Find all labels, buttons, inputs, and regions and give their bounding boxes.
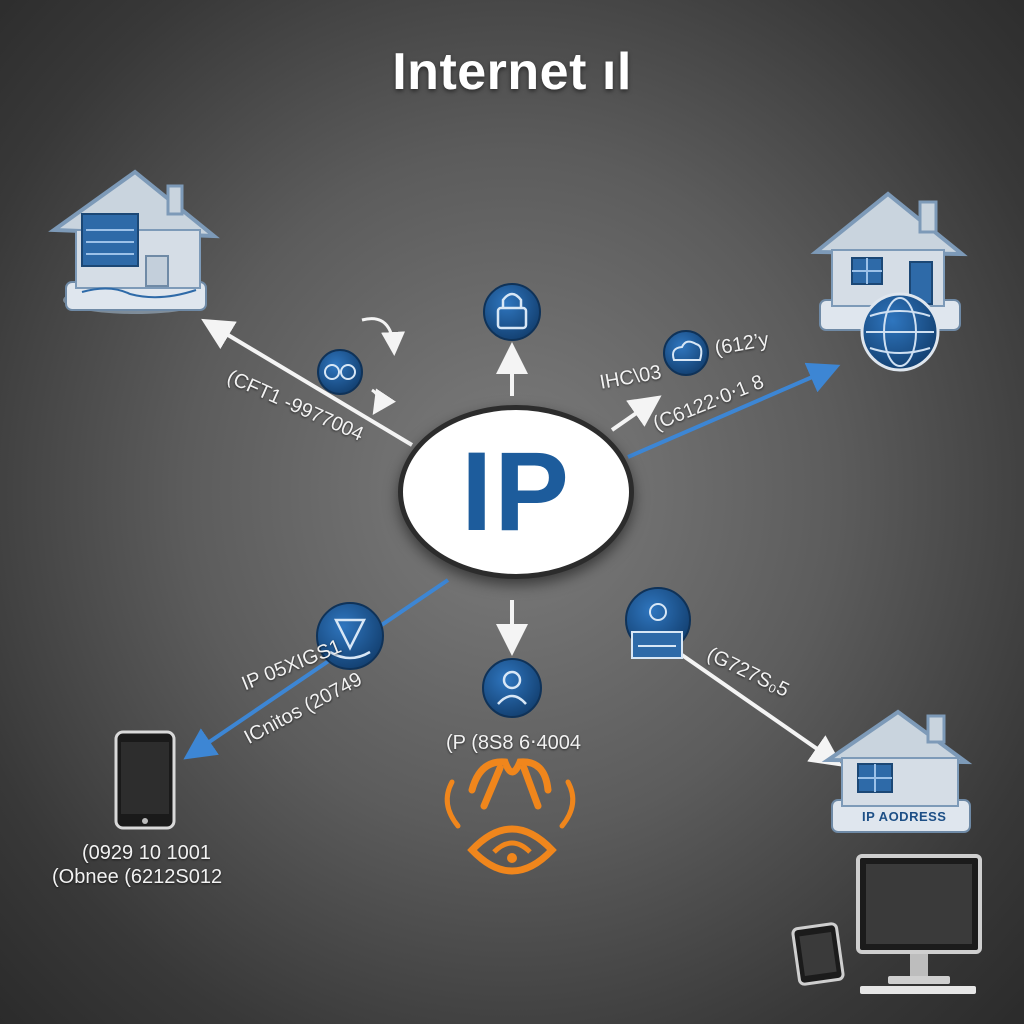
link-to-top-right-house: [627, 362, 841, 459]
lock-icon: [483, 283, 541, 341]
label-phone-line-1: (0929 10 1001: [82, 842, 212, 864]
curved-arrow-top: [361, 317, 406, 356]
desktop-computer-icon: [856, 854, 982, 994]
network-icon: [316, 602, 384, 670]
curved-arrow-bottom: [371, 388, 396, 415]
link-to-bottom-right-house: [680, 653, 843, 767]
label-phone-line-2: (Obnee (6212S012: [52, 866, 223, 888]
label-bottom-center: (P (8S8 6‧4004: [446, 732, 581, 754]
router-device-icon: [625, 587, 691, 659]
tablet-icon: [791, 922, 845, 986]
link-upper-right-short: [610, 395, 662, 432]
house-sign-label: IP AODRESS: [862, 809, 947, 824]
switch-icon: [317, 349, 363, 395]
house-icon-bottom-right: [821, 709, 973, 833]
user-icon: [482, 658, 542, 718]
house-icon-top-right: [810, 191, 968, 331]
ip-hub-node: IP: [398, 405, 634, 579]
link-to-top-left-house: [201, 318, 414, 447]
diagram-title: Internet ıl: [392, 43, 632, 101]
ip-hub-label: IP: [461, 429, 571, 554]
smartphone-icon: [114, 730, 176, 830]
router-icon: [444, 758, 576, 875]
link-to-smartphone: [183, 578, 450, 760]
globe-icon: [860, 292, 940, 372]
house-icon-top-left: [48, 169, 220, 314]
cloud-icon: [663, 330, 709, 376]
